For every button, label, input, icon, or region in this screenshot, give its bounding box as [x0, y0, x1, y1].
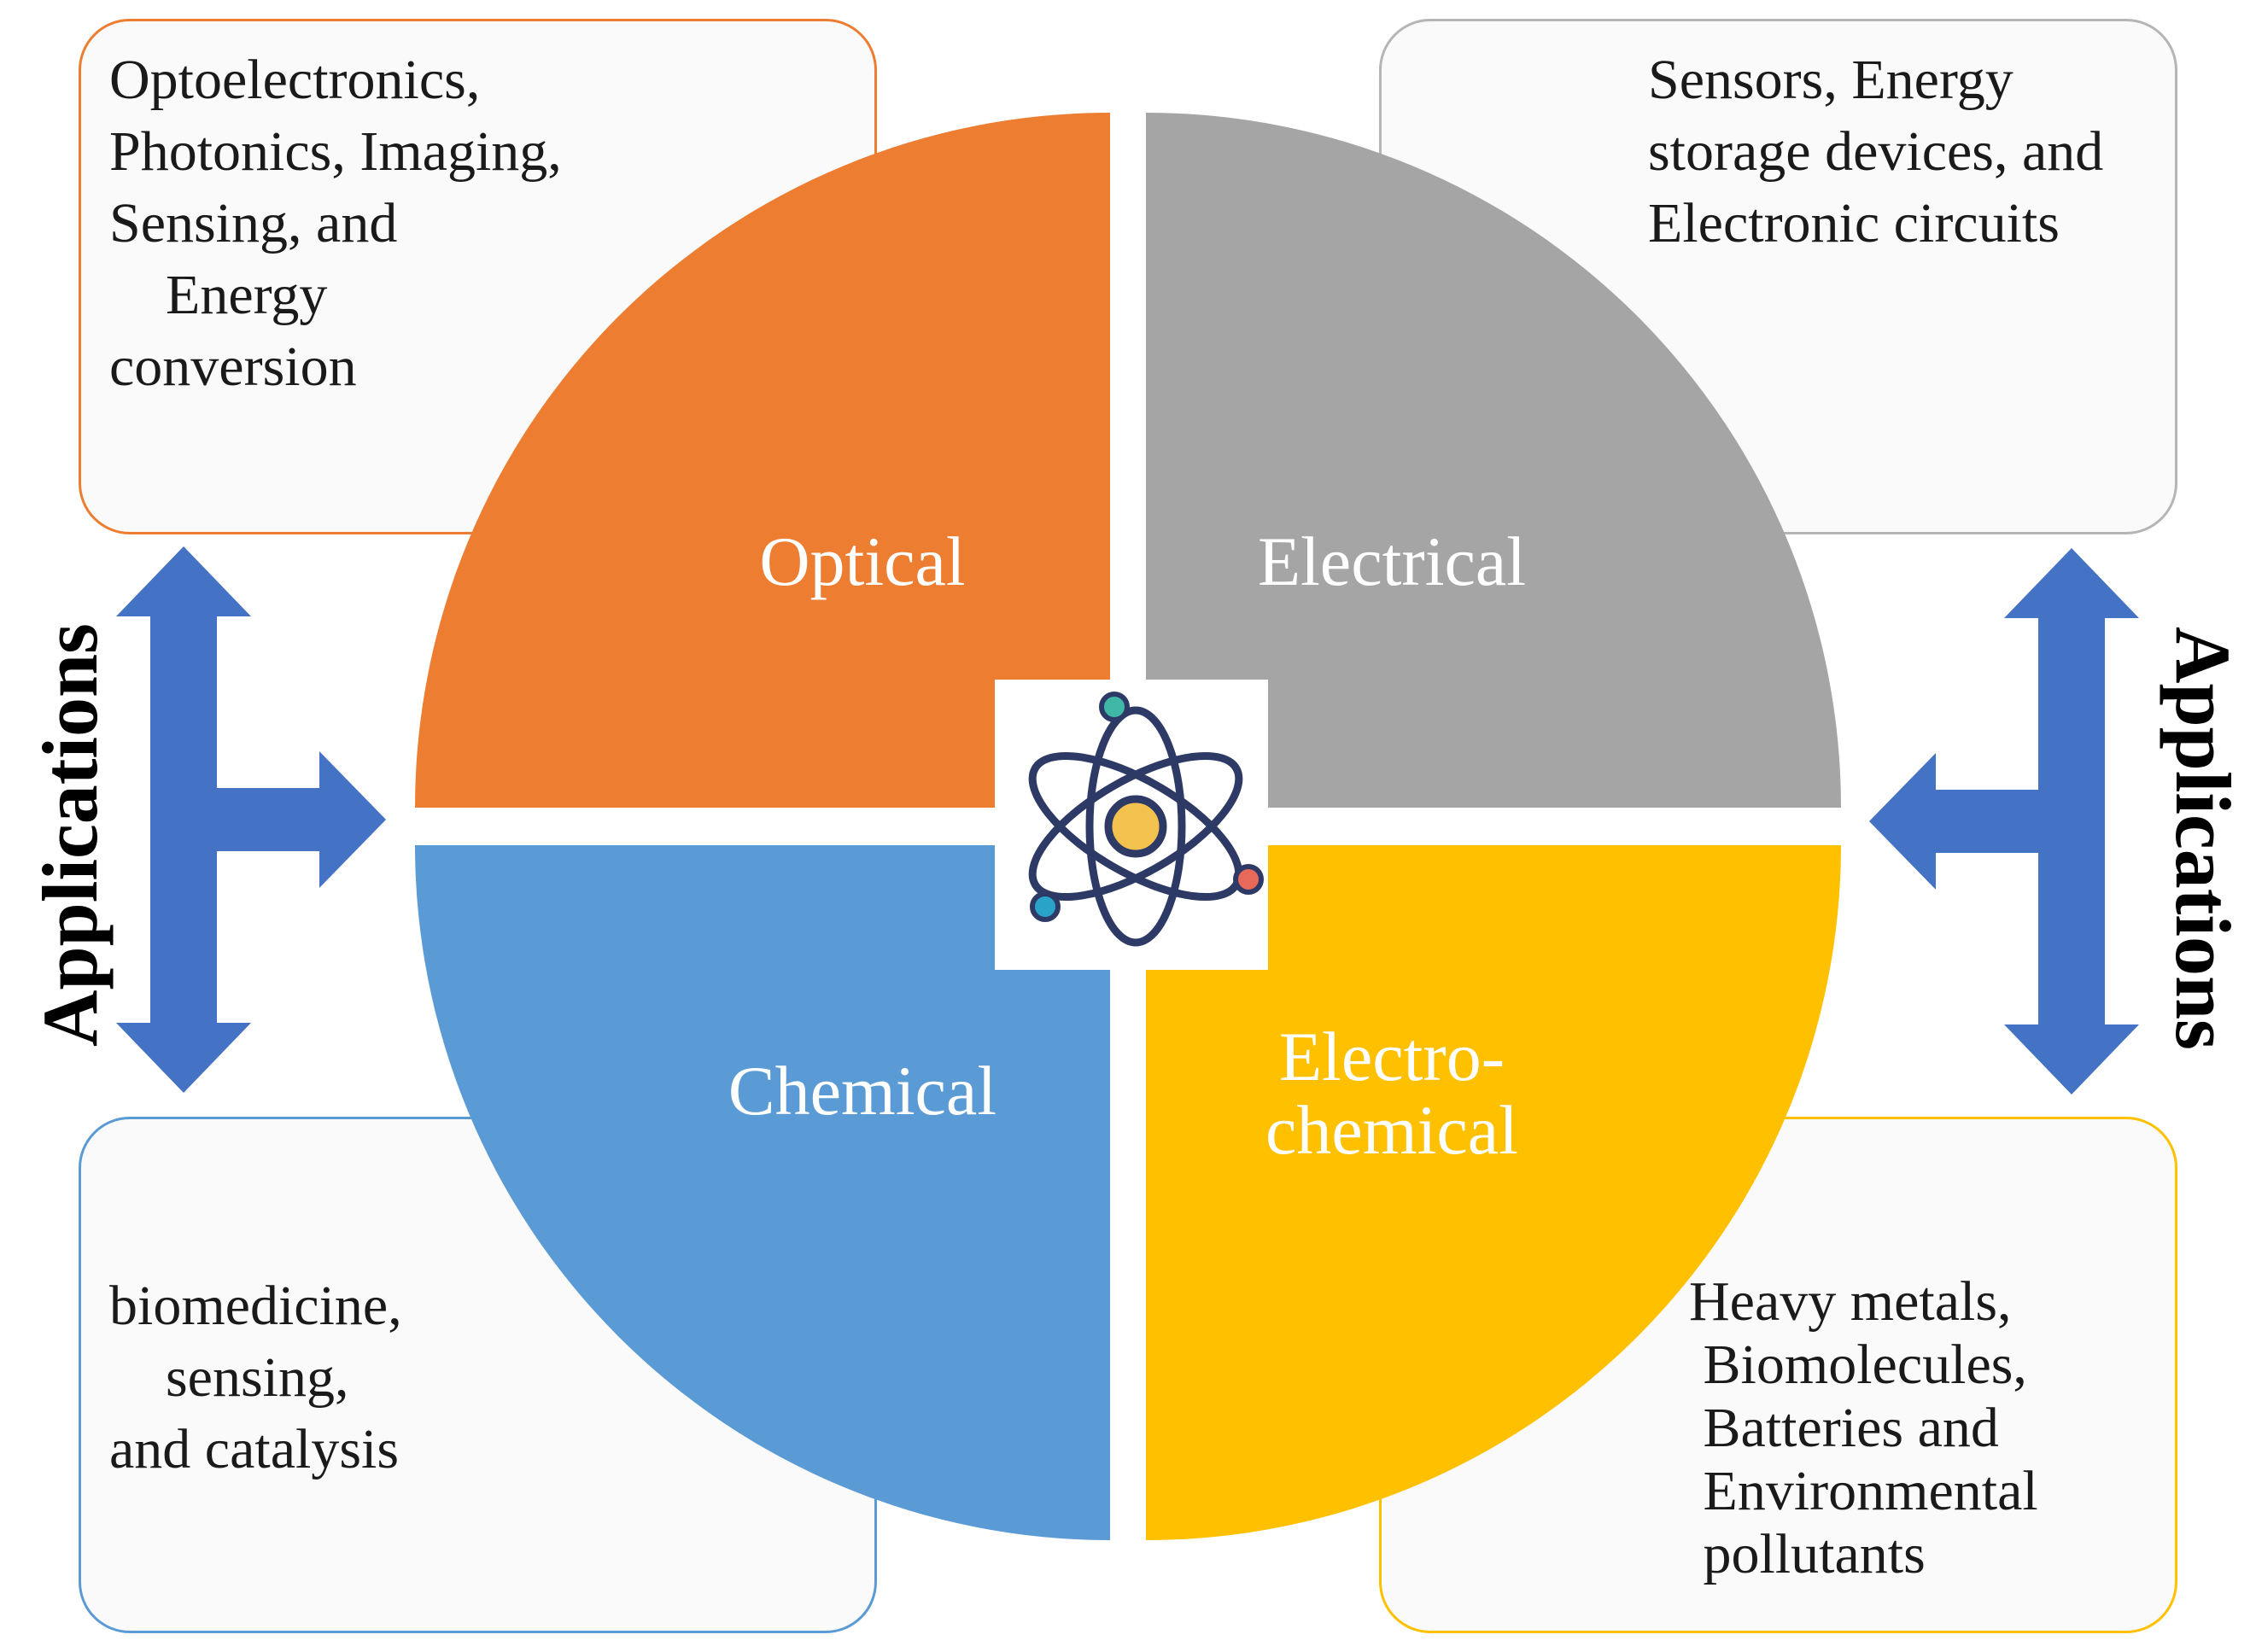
box-top-left-text: Optoelectronics, Photonics, Imaging, Sen…: [109, 49, 562, 398]
quadrant-electrical: [1146, 113, 1841, 808]
box-bottom-right-text: Heavy metals, Biomolecules, Batteries an…: [1689, 1270, 2038, 1585]
side-label-right: Applications: [2160, 627, 2247, 1050]
side-label-left: Applications: [26, 623, 114, 1047]
atom-icon: [995, 680, 1268, 970]
box-bottom-left-text: biomedicine, sensing, and catalysis: [109, 1275, 402, 1480]
quadrant-optical: [415, 113, 1110, 808]
quadrant-chemical: [415, 845, 1110, 1540]
box-top-right-text: Sensors, Energy storage devices, and Ele…: [1648, 49, 2104, 254]
label-optical: Optical: [759, 522, 966, 600]
label-electrical: Electrical: [1257, 522, 1527, 600]
label-chemical: Chemical: [728, 1052, 997, 1130]
quadrant-electrochemical: [1146, 845, 1841, 1540]
label-electrochemical: Electro- chemical: [1265, 1018, 1518, 1169]
right-arrow-icon: [1869, 548, 2139, 1095]
left-arrow-icon: [116, 546, 386, 1093]
